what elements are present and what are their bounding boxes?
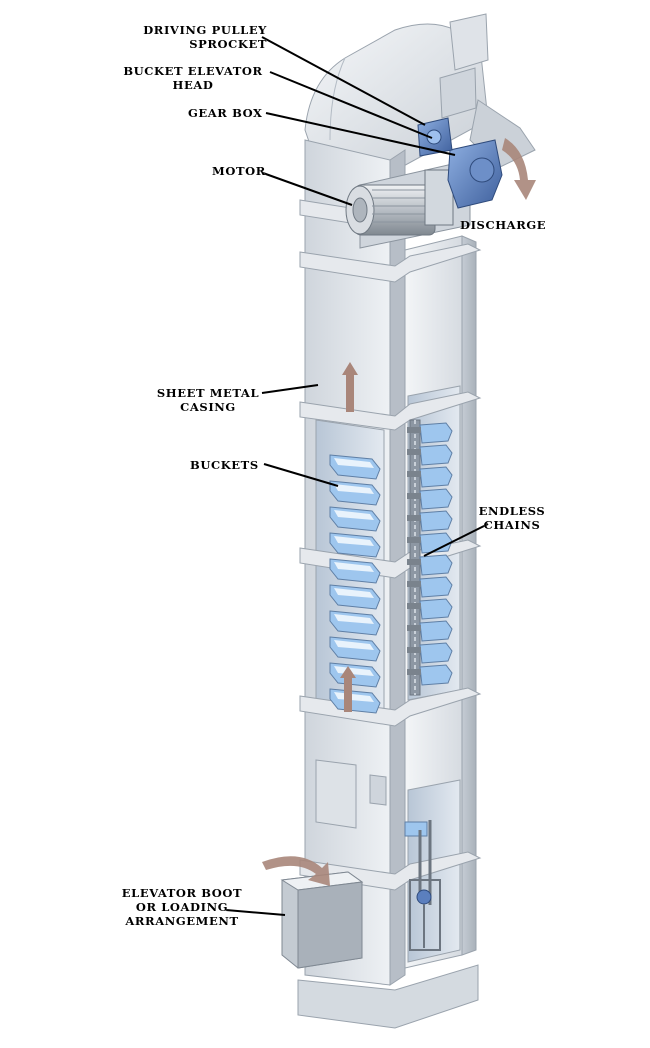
return-bucket [407, 444, 453, 466]
return-bucket [407, 510, 453, 532]
loading-hopper [280, 871, 364, 969]
bucket [329, 506, 381, 532]
label-line: ENDLESS [478, 504, 546, 518]
elevator-base [297, 964, 479, 1029]
return-bucket [407, 598, 453, 620]
bucket [329, 584, 381, 610]
return-bucket [407, 664, 453, 686]
label-endless-chains: ENDLESS CHAINS [476, 504, 548, 532]
bucket [329, 454, 381, 480]
label-line: SPROCKET [189, 37, 267, 51]
return-bucket [407, 554, 453, 576]
return-bucket [407, 422, 453, 444]
label-line: ARRANGEMENT [125, 914, 239, 928]
label-discharge: DISCHARGE [460, 218, 546, 232]
bucket [329, 610, 381, 636]
upward-arrow-top [342, 362, 358, 412]
label-line: OR LOADING [135, 900, 229, 914]
label-line: GEAR BOX [188, 106, 263, 120]
label-gear-box: GEAR BOX [188, 106, 263, 120]
upward-arrow-bottom [340, 666, 356, 712]
return-bucket [407, 576, 453, 598]
label-sheet-metal-casing: SHEET METAL CASING [152, 386, 264, 414]
feed-arrow [262, 856, 330, 886]
label-line: BUCKET ELEVATOR [123, 64, 263, 78]
label-buckets: BUCKETS [190, 458, 259, 472]
return-bucket [407, 488, 453, 510]
label-line: CASING [180, 400, 236, 414]
label-line: BUCKETS [190, 458, 259, 472]
boot-take-up [404, 820, 441, 951]
return-bucket [407, 532, 453, 554]
bucket [329, 636, 381, 662]
leader-lines [225, 36, 489, 916]
return-bucket [407, 620, 453, 642]
bucket [329, 480, 381, 506]
label-line: HEAD [172, 78, 214, 92]
label-motor: MOTOR [212, 164, 266, 178]
label-bucket-elevator-head: BUCKET ELEVATOR HEAD [123, 64, 263, 92]
label-line: CHAINS [483, 518, 541, 532]
label-line: DISCHARGE [460, 218, 547, 232]
return-bucket [407, 466, 453, 488]
return-bucket [407, 642, 453, 664]
label-driving-pulley-sprocket: DRIVING PULLEY SPROCKET [143, 23, 267, 51]
bucket [329, 532, 381, 558]
label-line: ELEVATOR BOOT [121, 886, 243, 900]
discharge-arrow [502, 138, 536, 200]
label-line: DRIVING PULLEY [143, 23, 267, 37]
drive-assembly [345, 117, 503, 249]
label-line: SHEET METAL [156, 386, 260, 400]
label-line: MOTOR [212, 164, 266, 178]
return-bucket-group [407, 422, 453, 686]
label-elevator-boot: ELEVATOR BOOT OR LOADING ARRANGEMENT [120, 886, 244, 928]
bucket [329, 558, 381, 584]
endless-chain [409, 419, 421, 696]
